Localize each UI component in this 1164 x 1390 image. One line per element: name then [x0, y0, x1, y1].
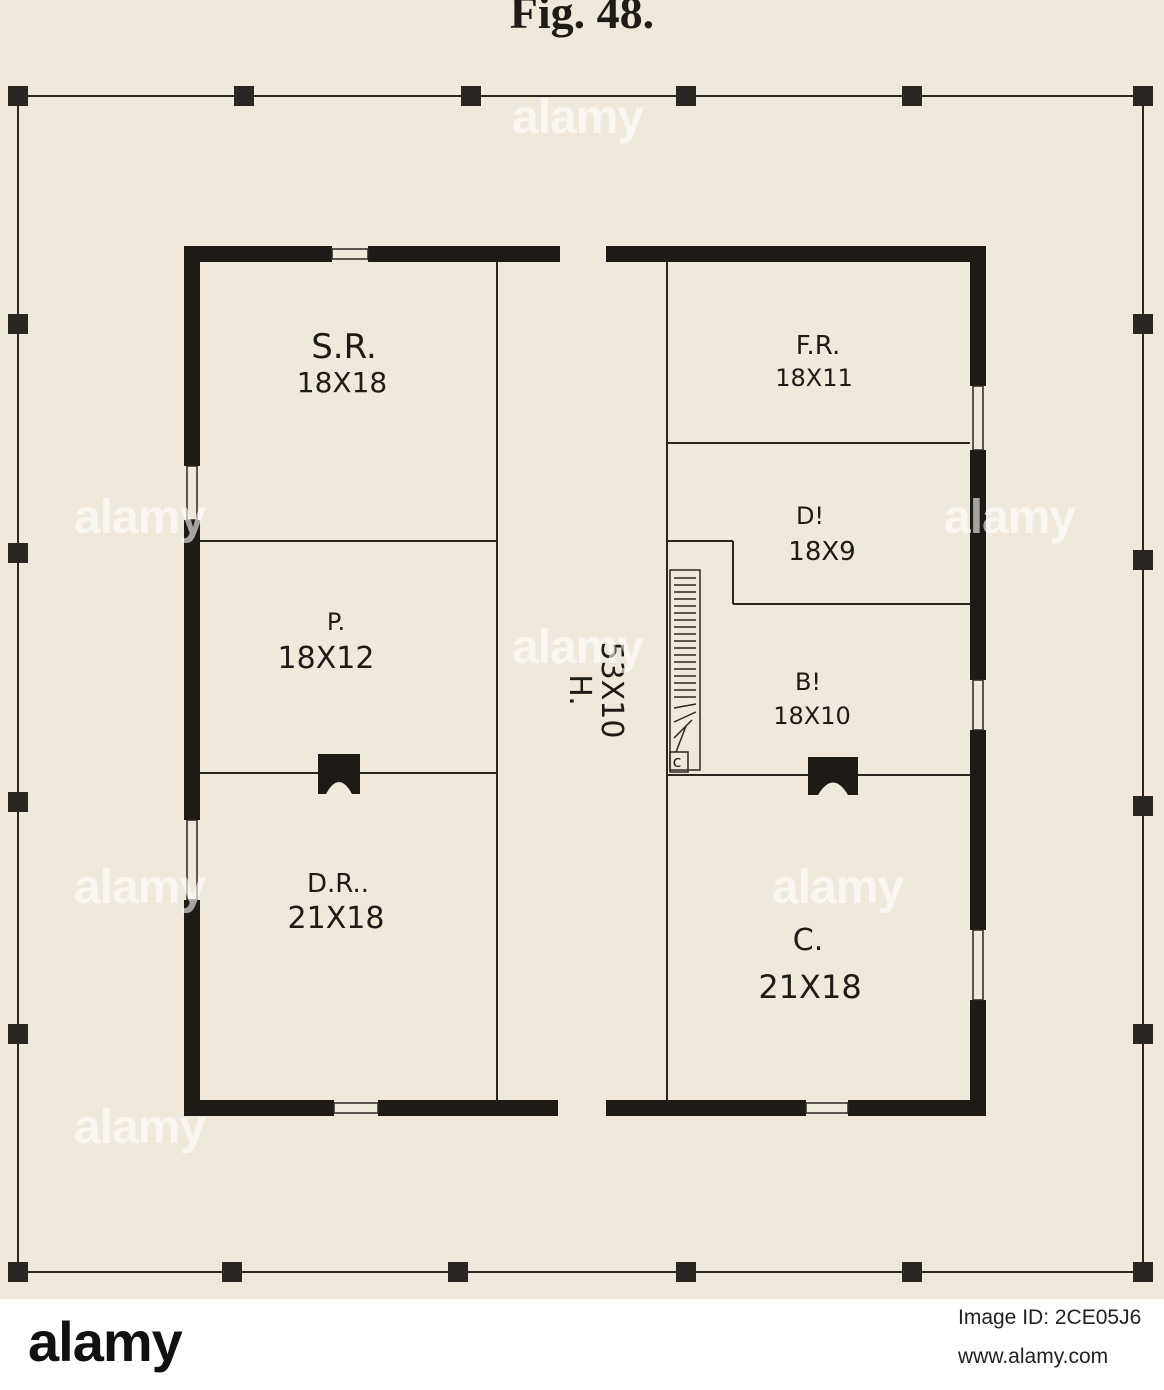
hall-label: H. 53X10: [562, 642, 629, 739]
stock-footer: [0, 1299, 1164, 1390]
room-size: 18X11: [775, 364, 853, 392]
room-label-p: P. 18X12: [278, 608, 375, 676]
veranda-post: [676, 1262, 696, 1282]
window: [972, 929, 984, 1001]
veranda-post: [8, 86, 28, 106]
room-name: S.R.: [311, 327, 377, 367]
veranda-post: [8, 1024, 28, 1044]
stock-image-id: Image ID: 2CE05J6: [958, 1306, 1142, 1329]
room-label-fr: F.R. 18X11: [775, 331, 853, 392]
veranda-post: [448, 1262, 468, 1282]
watermark: alamy: [74, 491, 206, 544]
room-size: 18X12: [278, 641, 375, 676]
closet-label: c: [673, 752, 682, 771]
figure-title: Fig. 48.: [509, 0, 655, 38]
exterior-walls: [184, 246, 986, 1116]
watermark: alamy: [944, 491, 1076, 544]
veranda-outline: [17, 95, 1144, 1273]
window: [333, 1102, 379, 1114]
room-name: B!: [795, 668, 821, 696]
veranda-post: [1133, 86, 1153, 106]
veranda-post: [222, 1262, 242, 1282]
windows: [186, 248, 984, 1114]
window: [331, 248, 369, 260]
room-name: D!: [796, 502, 824, 530]
veranda-post: [8, 314, 28, 334]
closet: [669, 751, 689, 773]
fireplace-right: [808, 757, 858, 795]
staircase: [669, 569, 701, 773]
watermark: alamy: [74, 861, 206, 914]
room-label-b: B! 18X10: [773, 668, 851, 730]
veranda-post: [676, 86, 696, 106]
window: [186, 819, 198, 901]
window: [972, 679, 984, 731]
room-size: 18X10: [773, 702, 851, 730]
veranda-post: [902, 86, 922, 106]
room-size: 21X18: [758, 968, 861, 1006]
room-label-sr: S.R. 18X18: [297, 327, 387, 399]
room-size: 18X9: [788, 537, 855, 567]
hall-size: 53X10: [594, 642, 629, 739]
stair-winders: [673, 703, 697, 753]
room-name: F.R.: [796, 331, 840, 361]
veranda-post: [902, 1262, 922, 1282]
floor-plan-figure: Fig. 48.: [0, 0, 1164, 1299]
veranda-post: [461, 86, 481, 106]
veranda-post: [1133, 1262, 1153, 1282]
room-label-d: D! 18X9: [788, 502, 855, 567]
floor-plan-diagram: S.R. 18X18 F.R. 18X11 D! 18X9 P. 18X12 B…: [8, 86, 1153, 1282]
room-size: 18X18: [297, 366, 387, 399]
watermark: alamy: [74, 1101, 206, 1154]
veranda-post: [8, 792, 28, 812]
room-size: 21X18: [288, 901, 385, 936]
veranda-post: [1133, 1024, 1153, 1044]
window: [805, 1102, 849, 1114]
room-name: C.: [793, 923, 823, 958]
veranda-post: [1133, 550, 1153, 570]
room-label-c: C. 21X18: [758, 923, 861, 1006]
stock-url[interactable]: www.alamy.com: [958, 1345, 1109, 1368]
fireplace-left: [318, 754, 360, 794]
veranda-post: [8, 1262, 28, 1282]
room-name: P.: [327, 608, 345, 636]
window: [972, 385, 984, 451]
veranda-post: [234, 86, 254, 106]
hall-name: H.: [562, 674, 597, 706]
watermark: alamy: [772, 861, 904, 914]
veranda-post: [8, 543, 28, 563]
veranda-post: [1133, 796, 1153, 816]
room-name: D.R..: [307, 869, 369, 899]
window: [186, 465, 198, 521]
watermark: alamy: [512, 621, 644, 674]
veranda-post: [1133, 314, 1153, 334]
stock-logo: alamy: [28, 1310, 183, 1373]
watermark: alamy: [512, 91, 644, 144]
room-label-dr: D.R.. 21X18: [288, 869, 385, 936]
veranda-posts: [8, 86, 1153, 1282]
